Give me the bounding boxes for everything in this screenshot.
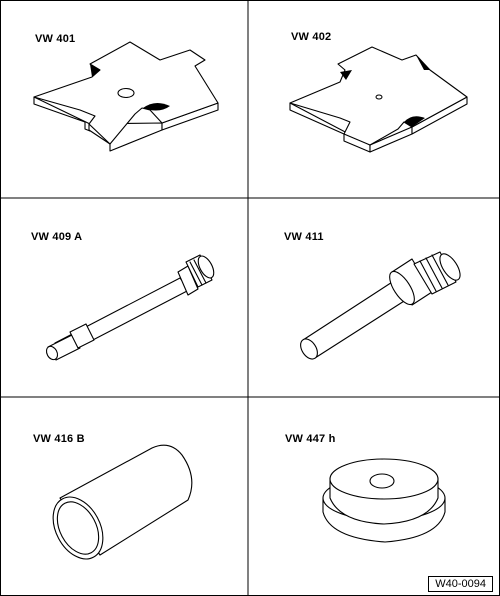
tool-label-vw401: VW 401 bbox=[35, 33, 76, 45]
tool-label-vw447h: VW 447 h bbox=[285, 433, 336, 445]
tool-label-vw402: VW 402 bbox=[291, 31, 332, 43]
tool-label-vw411: VW 411 bbox=[284, 231, 324, 243]
vw401-plate-drawing bbox=[33, 41, 219, 152]
tool-label-vw416b: VW 416 B bbox=[33, 433, 85, 445]
vw447h-thrust-piece-drawing bbox=[322, 458, 446, 543]
tool-label-vw409a: VW 409 A bbox=[31, 231, 83, 243]
vw409a-drift-drawing bbox=[45, 254, 215, 361]
vw411-drift-drawing bbox=[300, 251, 461, 360]
vw416b-sleeve-drawing bbox=[52, 444, 193, 560]
figure-reference: W40-0094 bbox=[428, 576, 493, 592]
vw402-plate-drawing bbox=[289, 46, 468, 153]
